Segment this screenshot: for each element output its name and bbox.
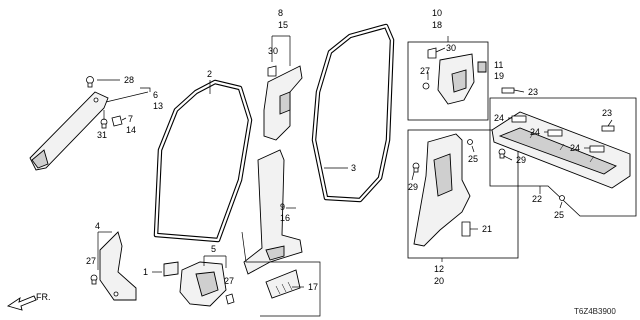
callout-10: 10 xyxy=(432,8,442,18)
callout-29-left: 29 xyxy=(408,182,418,192)
callout-19: 19 xyxy=(494,71,504,81)
callout-29-right: 29 xyxy=(516,155,526,165)
clip-29-left[interactable] xyxy=(412,162,420,173)
leader-29-left xyxy=(411,171,415,181)
rear-sill-garnish[interactable] xyxy=(491,111,631,189)
callout-11: 11 xyxy=(494,60,503,70)
callout-30-left: 30 xyxy=(268,46,278,56)
callout-25-left: 25 xyxy=(468,154,478,164)
callout-9: 9 xyxy=(280,202,285,212)
clip-24-a[interactable] xyxy=(511,115,527,123)
callout-24-b: 24 xyxy=(530,127,540,137)
front-direction-arrow-icon xyxy=(6,295,37,311)
leader-25-left xyxy=(471,145,475,153)
leader-7-14 xyxy=(121,117,127,121)
leader-6-13 xyxy=(105,91,149,103)
clip-21[interactable] xyxy=(461,221,471,237)
callout-12: 12 xyxy=(434,264,444,274)
b-pillar-upper-garnish[interactable] xyxy=(263,65,303,141)
callout-14: 14 xyxy=(126,125,136,135)
pad-1[interactable] xyxy=(163,261,179,277)
diagram-reference-code: T6Z4B3900 xyxy=(574,307,616,316)
leader-6-13-b xyxy=(140,87,151,92)
callout-25-right: 25 xyxy=(554,210,564,220)
callout-23-right: 23 xyxy=(602,108,612,118)
callout-2: 2 xyxy=(207,69,212,79)
leader-25-right xyxy=(559,201,563,209)
clip-27-mid[interactable] xyxy=(225,293,235,305)
b-pillar-lower-garnish[interactable] xyxy=(243,149,303,275)
callout-6: 6 xyxy=(153,90,158,100)
dashboard-side-cover[interactable] xyxy=(179,261,227,307)
clip-27-right[interactable] xyxy=(422,82,430,90)
view-frame xyxy=(241,231,321,317)
callout-30-right: 30 xyxy=(446,43,456,53)
leader-30-right xyxy=(435,47,446,53)
callout-8: 8 xyxy=(278,8,283,18)
rear-pillar-lower-garnish[interactable] xyxy=(413,133,471,247)
front-door-weatherstrip[interactable] xyxy=(153,79,253,243)
clip-23-left[interactable] xyxy=(501,87,515,94)
rear-door-weatherstrip[interactable] xyxy=(311,23,395,203)
step-cover-17[interactable] xyxy=(265,269,301,299)
callout-3: 3 xyxy=(351,163,356,173)
front-kick-panel[interactable] xyxy=(99,231,137,301)
callout-27-right: 27 xyxy=(420,66,430,76)
callout-27-front: 27 xyxy=(86,256,96,266)
callout-17: 17 xyxy=(308,282,318,292)
sill-garnish-box xyxy=(489,97,637,217)
clip-30-left[interactable] xyxy=(267,65,277,77)
a-pillar-upper-garnish[interactable] xyxy=(29,91,109,171)
front-direction-label: FR. xyxy=(36,292,51,302)
grommet-11-19[interactable] xyxy=(477,61,487,73)
callout-24-c: 24 xyxy=(570,143,580,153)
clip-30-right[interactable] xyxy=(427,47,437,59)
callout-22: 22 xyxy=(532,194,542,204)
clip-31[interactable] xyxy=(100,118,108,129)
clip-24-c[interactable] xyxy=(589,145,605,153)
callout-13: 13 xyxy=(153,101,163,111)
clip-29-right[interactable] xyxy=(498,148,506,159)
leader-23-right xyxy=(607,119,613,127)
callout-24-a: 24 xyxy=(494,113,504,123)
callout-1: 1 xyxy=(143,267,148,277)
callout-20: 20 xyxy=(434,276,444,286)
rear-pillar-lower-box xyxy=(407,129,519,259)
leader-29-right xyxy=(503,155,513,161)
clip-25-right[interactable] xyxy=(559,195,565,201)
callout-16: 16 xyxy=(280,213,290,223)
callout-31: 31 xyxy=(97,130,107,140)
rear-pillar-upper-garnish[interactable] xyxy=(437,53,475,105)
clip-28[interactable] xyxy=(86,76,94,88)
clip-7-14[interactable] xyxy=(111,115,123,127)
clip-23-right[interactable] xyxy=(601,125,615,132)
callout-7: 7 xyxy=(128,114,133,124)
callout-23-left: 23 xyxy=(528,87,538,97)
clip-24-b[interactable] xyxy=(547,129,563,137)
callout-27-mid: 27 xyxy=(224,276,234,286)
leader-23-left xyxy=(513,89,525,93)
callout-4: 4 xyxy=(95,221,100,231)
clip-27-front[interactable] xyxy=(90,274,98,285)
callout-18: 18 xyxy=(432,20,442,30)
callout-15: 15 xyxy=(278,20,288,30)
callout-21: 21 xyxy=(482,224,492,234)
clip-25-left[interactable] xyxy=(467,139,473,145)
callout-5: 5 xyxy=(211,244,216,254)
callout-28: 28 xyxy=(124,75,134,85)
